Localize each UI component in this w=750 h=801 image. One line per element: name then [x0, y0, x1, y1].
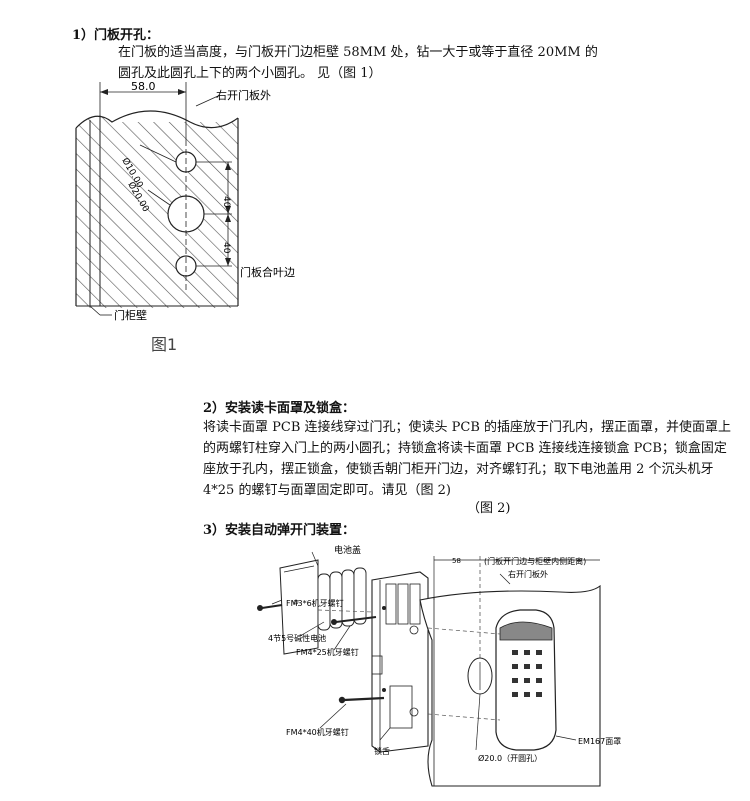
- screw-fm3x6-label: FM3*6机牙螺钉: [286, 598, 344, 608]
- section2-line4: 4*25 的螺钉与面罩固定即可。请见（图 2): [203, 483, 451, 498]
- section2-line3: 座放于孔内，摆正锁盒，使锁舌朝门柜开门边，对齐螺钉孔；取下电池盖用 2 个沉头机…: [203, 462, 714, 477]
- lock-box: [371, 571, 429, 753]
- batteries-label: 4节5号碱性电池: [268, 633, 326, 643]
- dim-58-value: 58: [452, 557, 461, 565]
- batteries: [317, 567, 367, 631]
- dim-58-label: 58.0: [131, 80, 156, 93]
- face-plate-label: EM167面罩: [578, 737, 621, 746]
- battery-cover-label: 电池盖: [334, 544, 361, 556]
- spacing-upper-label: 40: [221, 196, 231, 208]
- screws: [257, 604, 385, 704]
- lock-tongue-label: 锁舌: [374, 746, 390, 756]
- figure-1-caption: 图1: [151, 335, 177, 354]
- section2-line1: 将读卡面罩 PCB 连接线穿过门孔；使读头 PCB 的插座放于门孔内，摆正面罩，…: [203, 420, 732, 435]
- section1-text-line2: 圆孔及此圆孔上下的两个小圆孔。 见（图 1）: [118, 66, 382, 81]
- section1-text-line1: 在门板的适当高度，与门板开门边柜壁 58MM 处，钻一大于或等于直径 20MM …: [118, 45, 598, 60]
- door-outer-label: 右开门板外: [216, 88, 271, 102]
- hole-20-label: Ø20.0（开圆孔）: [478, 753, 542, 763]
- screw-fm4x25-label: FM4*25机牙螺钉: [296, 647, 359, 657]
- spacing-lower-label: 40: [221, 242, 231, 254]
- reader-face-plate: [495, 609, 557, 751]
- battery-cover: [279, 559, 319, 655]
- door-panel-section: [75, 110, 239, 308]
- section2-line2: 的两螺钉柱穿入门上的两小圆孔；持锁盒将读卡面罩 PCB 连接线连接锁盒 PCB；…: [203, 441, 727, 456]
- figure-2-caption: （图 2): [467, 501, 511, 516]
- cabinet-wall-label: 门柜壁: [114, 308, 147, 322]
- section1-heading: 1）门板开孔：: [72, 28, 160, 43]
- dim-note-label: (门板开门边与柜壁内侧距离): [484, 556, 586, 566]
- fig2-door-outer-label: 右开门板外: [508, 569, 548, 579]
- section3-heading: 3）安装自动弹开门装置：: [203, 523, 356, 538]
- screw-fm4x40-label: FM4*40机牙螺钉: [286, 727, 349, 737]
- door-edge-label: 门板合叶边: [240, 265, 295, 279]
- section2-heading: 2）安装读卡面罩及锁盒：: [203, 401, 356, 416]
